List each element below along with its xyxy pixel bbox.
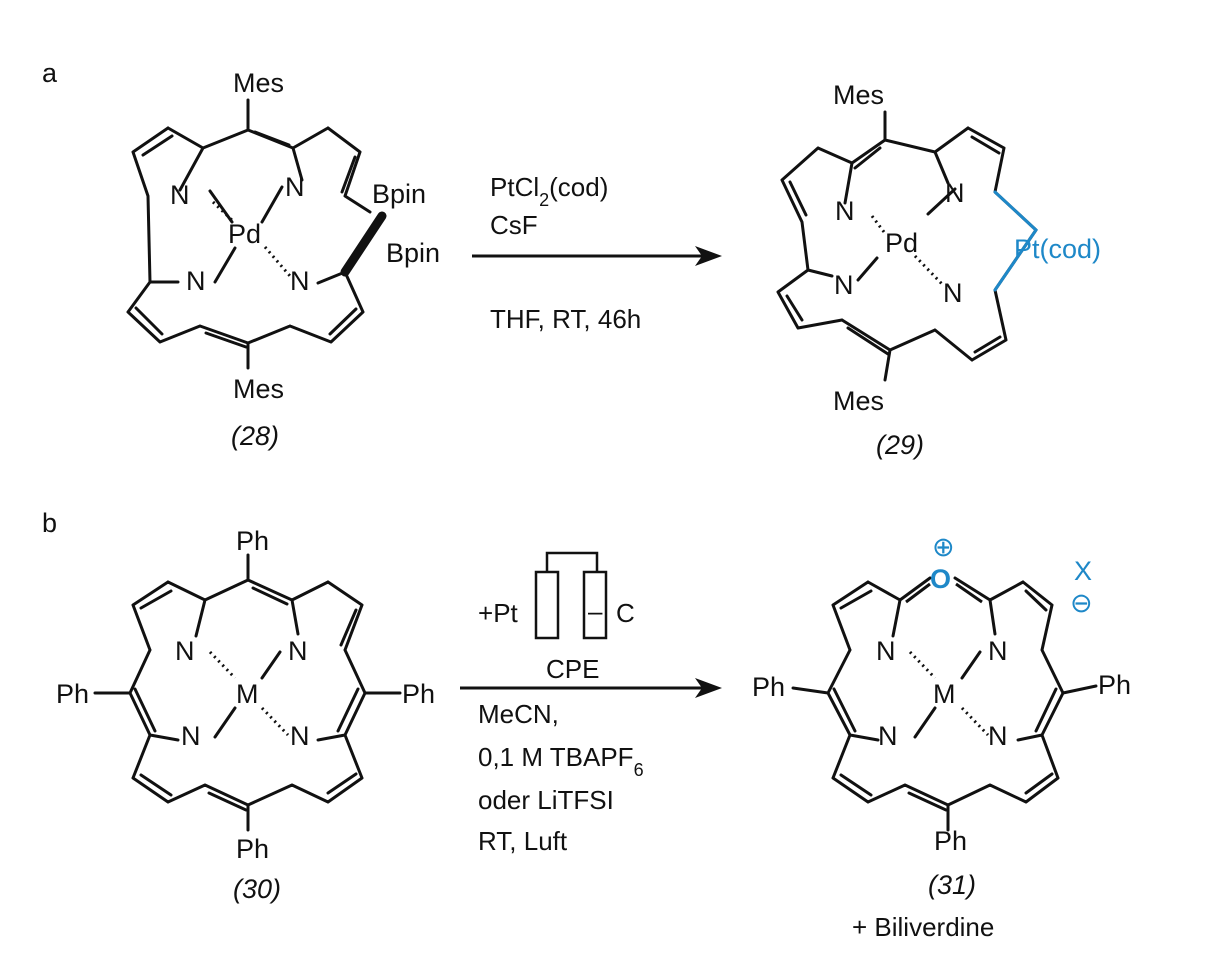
meso-substituent-bottom-31: Ph	[934, 826, 967, 856]
nitrogen-29-3: N	[834, 270, 854, 300]
meso-substituent-top-29: Mes	[833, 80, 884, 110]
nitrogen-28-4: N	[290, 266, 310, 296]
compound-31-skeleton	[791, 576, 1098, 832]
reagent-csf: CsF	[490, 210, 538, 240]
compound-31: O ⊕ X ⊖ Ph Ph Ph N N N N M (31) + Bilive…	[752, 532, 1131, 942]
nitrogen-31-4: N	[988, 721, 1008, 751]
nitrogen-29-4: N	[943, 278, 963, 308]
boryl-1-28: Bpin	[372, 179, 426, 209]
dative-bond-28	[263, 246, 292, 277]
nitrogen-31-2: N	[988, 636, 1008, 666]
panel-label-a: a	[42, 58, 58, 88]
compound-label-28: (28)	[231, 421, 279, 451]
wedge-bond-28	[340, 211, 387, 277]
nitrogen-28-2: N	[285, 172, 305, 202]
pt-bonds-29	[993, 190, 1038, 292]
compound-28-skeleton	[126, 98, 372, 370]
meso-substituent-bottom-29: Mes	[833, 386, 884, 416]
metal-30: M	[236, 679, 259, 709]
meso-substituent-left-31: Ph	[752, 672, 785, 702]
dative-bond-29a	[870, 215, 886, 233]
conditions-b-line-3: oder LiTFSI	[478, 785, 614, 815]
nitrogen-28-3: N	[186, 266, 206, 296]
nitrogen-30-3: N	[181, 721, 201, 751]
conditions-b-line-2: 0,1 M TBAPF6	[478, 742, 644, 780]
dative-bond-28b	[211, 200, 236, 224]
dative-bond-31a	[908, 650, 937, 680]
cathode-sign: –	[588, 596, 603, 626]
compound-label-31: (31)	[928, 870, 976, 900]
compound-30-skeleton	[93, 553, 402, 832]
reagent-ptcl2cod: PtCl2(cod)	[490, 172, 608, 210]
counterion-charge-icon: ⊖	[1070, 588, 1093, 618]
conditions-b-line-1: MeCN,	[478, 699, 559, 729]
meso-substituent-top-28: Mes	[233, 68, 284, 98]
anode-label: +Pt	[478, 598, 519, 628]
conditions-b-line-4: RT, Luft	[478, 826, 568, 856]
meso-substituent-right-30: Ph	[402, 679, 435, 709]
nitrogen-30-4: N	[290, 721, 310, 751]
electrolysis-cell-icon	[534, 551, 608, 640]
dative-bond-31b	[960, 706, 990, 737]
oxygen-31: O	[930, 564, 951, 594]
meso-substituent-right-31: Ph	[1098, 670, 1131, 700]
compound-28: Mes Mes N N N N Pd Bpin Bpin (28)	[126, 68, 440, 451]
nitrogen-29-1: N	[835, 196, 855, 226]
boryl-2-28: Bpin	[386, 238, 440, 268]
compound-30: Ph Ph Ph Ph N N N N M (30)	[56, 526, 435, 904]
metal-31: M	[933, 679, 956, 709]
meso-substituent-bottom-28: Mes	[233, 374, 284, 404]
nitrogen-28-1: N	[170, 180, 190, 210]
compound-label-29: (29)	[876, 430, 924, 460]
reaction-arrow-b: +Pt – C CPE MeCN, 0,1 M TBAPF6 oder LiTF…	[460, 551, 722, 856]
panel-label-b: b	[42, 508, 57, 538]
nitrogen-31-3: N	[878, 721, 898, 751]
dative-bond-30b	[260, 706, 290, 737]
byproduct-biliverdine: + Biliverdine	[852, 912, 994, 942]
cathode-label: C	[616, 598, 635, 628]
meso-substituent-bottom-30: Ph	[236, 834, 269, 864]
nitrogen-30-2: N	[288, 636, 308, 666]
nitrogen-29-2: N	[945, 178, 965, 208]
conditions-a: THF, RT, 46h	[490, 304, 641, 334]
compound-29: Mes Mes N N N N Pd Pt(cod) (29)	[776, 80, 1101, 460]
oxygen-charge-icon: ⊕	[932, 532, 955, 562]
meso-substituent-left-30: Ph	[56, 679, 89, 709]
metal-28: Pd	[228, 219, 261, 249]
meso-substituent-top-30: Ph	[236, 526, 269, 556]
dative-bond-29b	[913, 254, 944, 286]
method-cpe: CPE	[546, 654, 599, 684]
dative-bond-30a	[208, 650, 237, 680]
reaction-arrow-a: PtCl2(cod) CsF THF, RT, 46h	[472, 172, 722, 334]
metal-29: Pd	[885, 228, 918, 258]
compound-label-30: (30)	[233, 874, 281, 904]
platinum-29: Pt(cod)	[1014, 234, 1101, 264]
nitrogen-30-1: N	[175, 636, 195, 666]
counterion-31: X	[1074, 556, 1092, 586]
nitrogen-31-1: N	[876, 636, 896, 666]
